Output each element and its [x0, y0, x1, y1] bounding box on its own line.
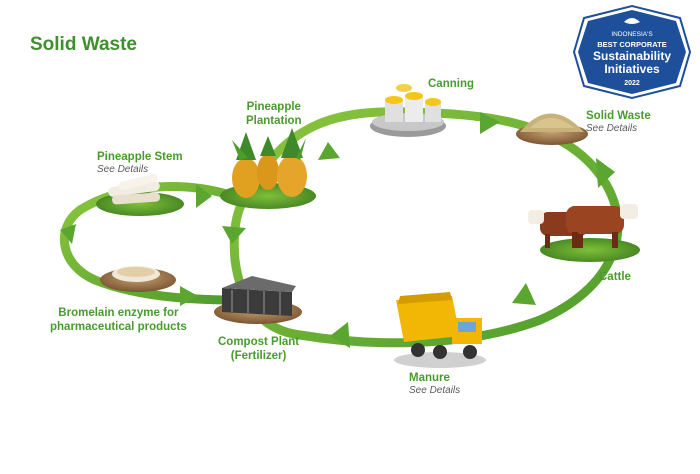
canning-label: Canning	[428, 78, 474, 90]
badge-line3: Sustainability	[593, 49, 671, 63]
bromelain-label-line2: pharmaceutical products	[50, 321, 187, 333]
flow-arrow-3	[512, 283, 536, 305]
solid-waste-see-details-link[interactable]: See Details	[586, 123, 638, 134]
flow-arrow-5	[222, 226, 246, 244]
badge-line4: Initiatives	[604, 62, 660, 76]
compost-label-line1: Compost Plant	[218, 336, 300, 348]
pineapple-icon	[257, 136, 279, 190]
label-pineapple-plantation: Pineapple Plantation	[246, 100, 302, 128]
label-manure: Manure See Details	[409, 371, 460, 397]
cattle-label: Cattle	[599, 271, 631, 283]
flow-arrow-4	[330, 322, 350, 348]
plantation-label-line1: Pineapple	[246, 101, 301, 113]
award-badge: INDONESIA'S BEST CORPORATE Sustainabilit…	[572, 4, 692, 100]
manure-truck-node	[394, 292, 486, 368]
flow-arrow-2	[596, 158, 615, 188]
pineapple-icon	[277, 128, 307, 197]
bromelain-label-line1: Bromelain enzyme for	[58, 307, 179, 319]
bromelain-node	[100, 266, 176, 292]
page-title: Solid Waste	[30, 34, 137, 55]
badge-year: 2022	[624, 80, 640, 87]
flow-arrow-7	[196, 184, 212, 208]
cattle-node	[528, 204, 640, 262]
compost-label-line2: (Fertilizer)	[230, 350, 287, 362]
label-cattle: Cattle	[599, 270, 631, 284]
pineapple-plantation-node	[220, 128, 316, 209]
plantation-label-line2: Plantation	[246, 115, 302, 127]
lotus-icon	[624, 18, 640, 24]
solid-waste-label: Solid Waste	[586, 110, 651, 122]
pineapple-stem-node	[96, 174, 184, 216]
pineapple-stem-see-details-link[interactable]: See Details	[97, 164, 149, 175]
flow-arrow-1	[480, 112, 500, 134]
canning-node	[370, 84, 446, 137]
label-bromelain: Bromelain enzyme for pharmaceutical prod…	[50, 306, 187, 334]
label-solid-waste: Solid Waste See Details	[586, 109, 651, 135]
manure-see-details-link[interactable]: See Details	[409, 385, 461, 396]
flow-arrow-9	[180, 286, 198, 306]
manure-label: Manure	[409, 372, 450, 384]
label-canning: Canning	[428, 77, 474, 91]
flow-arrow-6	[318, 142, 340, 160]
pineapple-icon	[232, 132, 260, 198]
label-compost-plant: Compost Plant (Fertilizer)	[218, 335, 299, 363]
compost-plant-node	[214, 276, 302, 324]
label-pineapple-stem: Pineapple Stem See Details	[97, 150, 183, 176]
badge-line1: INDONESIA'S	[611, 31, 653, 38]
flow-arrow-8	[60, 224, 76, 244]
solid-waste-node	[516, 113, 588, 145]
pineapple-stem-label: Pineapple Stem	[97, 151, 183, 163]
badge-line2: BEST CORPORATE	[597, 40, 666, 49]
